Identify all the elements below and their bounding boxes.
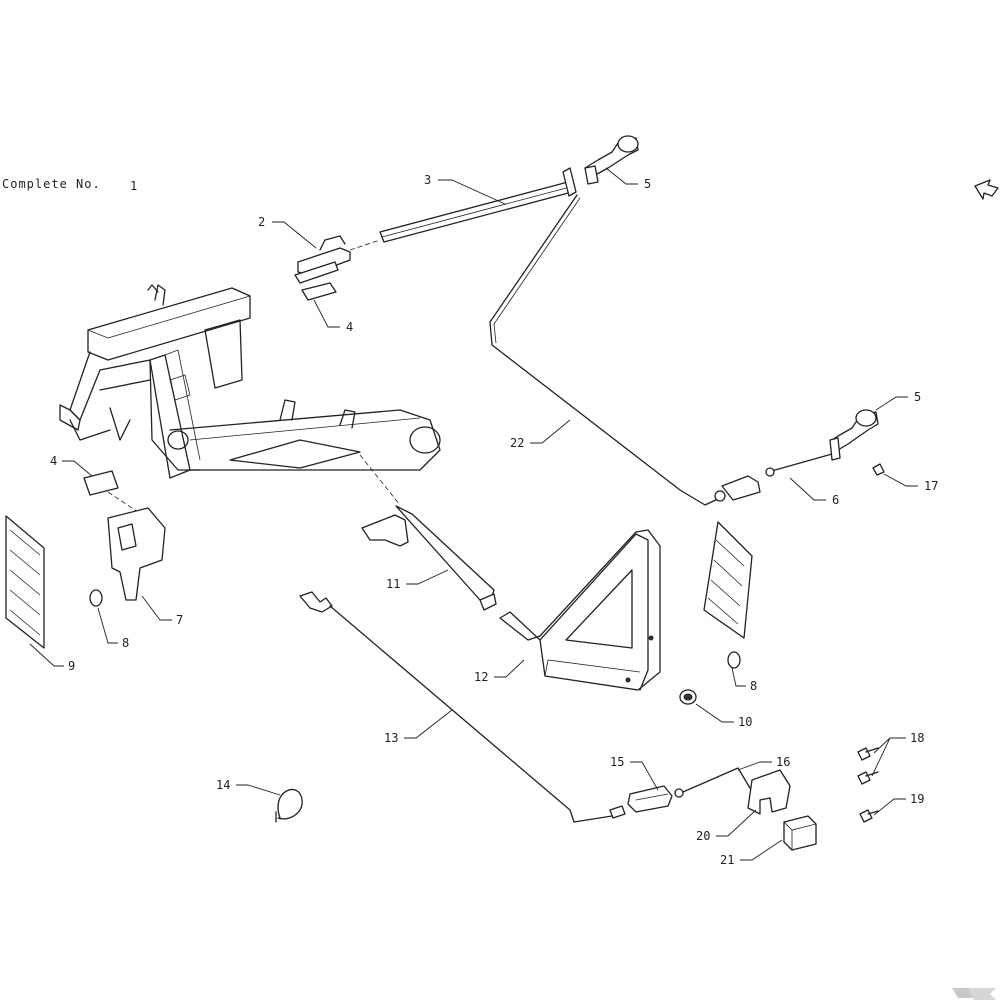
callout-10: 10 <box>738 715 752 729</box>
part-17-screw <box>872 463 885 476</box>
part-5-handle-top <box>584 135 639 185</box>
main-frame <box>59 284 441 479</box>
callout-labels: 2 3 5 4 5 22 17 6 4 7 8 9 11 12 8 10 13 … <box>50 173 938 867</box>
callout-13: 13 <box>384 731 398 745</box>
callout-22: 22 <box>510 436 524 450</box>
part-12-triangle-frame <box>499 529 661 691</box>
part-8-plug-left <box>89 589 103 607</box>
callout-5-top: 5 <box>644 177 651 191</box>
callout-2: 2 <box>258 215 265 229</box>
part-4-plate-left <box>83 470 119 496</box>
part-4-plate-top <box>301 282 337 301</box>
callout-8-left: 8 <box>122 636 129 650</box>
part-10-grommet <box>679 689 697 705</box>
return-arrow-icon[interactable] <box>974 179 999 200</box>
kramp-k-logo-icon <box>952 988 996 1000</box>
callout-8-right: 8 <box>750 679 757 693</box>
part-6-rod <box>714 453 833 502</box>
callout-17: 17 <box>924 479 938 493</box>
part-18-bolts <box>857 747 879 785</box>
callout-16: 16 <box>776 755 790 769</box>
part-14-cable-tie <box>275 788 303 823</box>
part-3-tube <box>379 167 577 243</box>
callout-12: 12 <box>474 670 488 684</box>
complete-no-label: Complete No. <box>2 177 101 191</box>
callout-11: 11 <box>386 577 400 591</box>
callout-leaders <box>29 167 918 861</box>
callout-4-left: 4 <box>50 454 57 468</box>
callout-21: 21 <box>720 853 734 867</box>
assembly-line <box>359 454 401 506</box>
callout-3: 3 <box>424 173 431 187</box>
part-9-reflector-left <box>5 515 45 649</box>
part-7-bracket <box>107 507 166 601</box>
part-2-clamp <box>294 235 351 284</box>
callout-7: 7 <box>176 613 183 627</box>
callout-15: 15 <box>610 755 624 769</box>
callout-19: 19 <box>910 792 924 806</box>
assembly-line <box>349 239 381 251</box>
part-21-block <box>783 815 817 851</box>
callout-20: 20 <box>696 829 710 843</box>
callout-6: 6 <box>832 493 839 507</box>
callout-18: 18 <box>910 731 924 745</box>
part-19-screw <box>859 809 879 823</box>
callout-14: 14 <box>216 778 230 792</box>
part-9-reflector-right <box>703 521 753 639</box>
callout-5-right: 5 <box>914 390 921 404</box>
callout-4-top: 4 <box>346 320 353 334</box>
part-22-cable <box>489 194 721 506</box>
part-13-cable <box>299 591 626 823</box>
part-20-cover <box>747 769 791 815</box>
part-15-connector <box>627 785 673 813</box>
part-11-arm <box>361 505 497 611</box>
callout-9: 9 <box>68 659 75 673</box>
part-16-rod <box>674 767 751 798</box>
part-5-handle-right <box>829 409 879 461</box>
part-8-plug-right <box>727 651 741 669</box>
complete-no-value: 1 <box>130 179 138 193</box>
